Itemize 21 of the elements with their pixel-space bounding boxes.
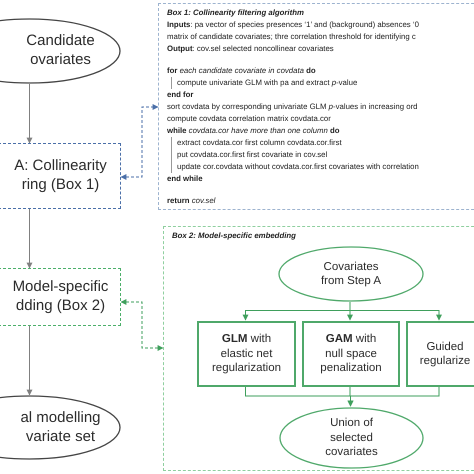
node-label: Union of selected covariates <box>324 416 379 460</box>
arrow <box>26 84 32 144</box>
node-label: Guided regularize <box>418 340 472 368</box>
node-label: A: Collinearity ring (Box 1) <box>13 157 108 195</box>
dashed-arrow <box>120 104 159 180</box>
node-label: GAM with null space penalization <box>319 332 383 376</box>
node-label: Covariates from Step A <box>320 260 382 288</box>
dashed-arrow <box>120 299 164 351</box>
algorithm-panel <box>158 3 474 210</box>
node-label: GLM with elastic net regularization <box>210 332 282 376</box>
method-box <box>197 321 296 387</box>
method-box <box>406 321 474 387</box>
node-label: Model-specific dding (Box 2) <box>12 278 110 316</box>
method-box <box>302 321 400 387</box>
arrow <box>350 300 442 321</box>
arrow <box>26 208 32 269</box>
embedding-panel <box>163 226 474 471</box>
node-label: al modelling variate set <box>19 408 102 446</box>
node-label: Candidate ovariates <box>25 32 96 70</box>
arrow <box>348 386 440 407</box>
arrow <box>26 326 32 396</box>
